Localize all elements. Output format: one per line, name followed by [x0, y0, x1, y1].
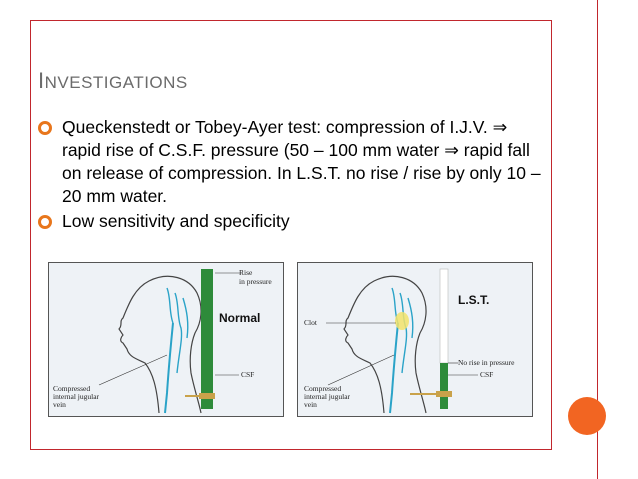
label-vein: vein	[304, 400, 317, 409]
label-compressed: Compressed	[53, 384, 91, 393]
figure-lst: L.S.T. Clot No rise in pressure CSF Comp…	[297, 262, 533, 417]
bullet-ring-icon	[38, 121, 52, 135]
title-rest: NVESTIGATIONS	[44, 73, 188, 92]
bullet-item: Low sensitivity and specificity	[36, 210, 542, 233]
decorative-vertical-line	[597, 0, 598, 479]
label-rise: Rise	[239, 268, 253, 277]
decorative-orange-circle	[568, 397, 606, 435]
label-csf: CSF	[480, 370, 494, 379]
label-internal-jugular: internal jugular	[304, 392, 351, 401]
label-no-rise: No rise in pressure	[458, 358, 515, 367]
bullet-item: Queckenstedt or Tobey-Ayer test: compres…	[36, 116, 542, 208]
label-clot: Clot	[304, 318, 317, 327]
bullet-list: Queckenstedt or Tobey-Ayer test: compres…	[36, 116, 542, 235]
label-internal-jugular: internal jugular	[53, 392, 100, 401]
figure-normal: Rise in pressure Normal CSF Compressed i…	[48, 262, 284, 417]
bullet-text: Queckenstedt or Tobey-Ayer test: compres…	[62, 117, 541, 206]
bullet-ring-icon	[38, 215, 52, 229]
bullet-text: Low sensitivity and specificity	[62, 211, 290, 231]
label-compressed: Compressed	[304, 384, 342, 393]
label-in-pressure: in pressure	[239, 277, 272, 286]
title-cap: I	[38, 68, 45, 93]
label-vein: vein	[53, 400, 66, 409]
head-illustration-lst	[326, 268, 478, 414]
label-csf: CSF	[241, 370, 255, 379]
slide-title: INVESTIGATIONS	[38, 68, 188, 94]
head-illustration-normal	[98, 269, 241, 414]
label-normal: Normal	[219, 311, 261, 325]
label-lst: L.S.T.	[458, 293, 490, 307]
slide-frame	[30, 20, 552, 450]
